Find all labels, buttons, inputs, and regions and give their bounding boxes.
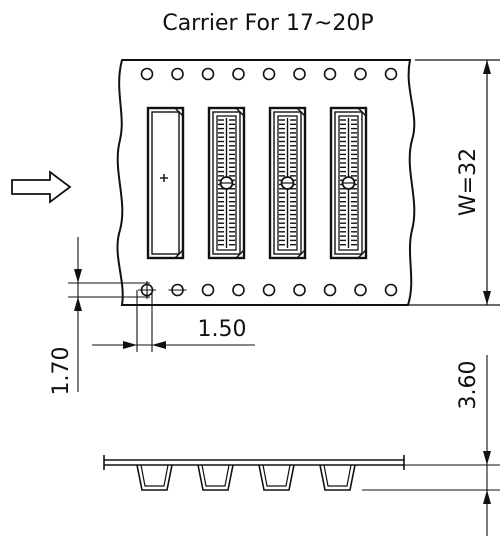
tape-width-label: W=32 — [456, 148, 481, 216]
sprocket-holes-top — [140, 67, 398, 81]
sprocket-hole — [293, 67, 306, 81]
sprocket-hole — [140, 67, 154, 81]
tape-outline — [116, 59, 416, 306]
profile-pocket — [136, 464, 173, 491]
sprocket-hole — [262, 67, 276, 81]
sprocket-hole — [201, 283, 215, 297]
profile-pocket — [197, 464, 234, 491]
pocket-depth-label: 3.60 — [456, 361, 481, 410]
sprocket-hole — [171, 67, 184, 81]
sprocket-hole — [293, 283, 306, 297]
sprocket-hole — [201, 67, 215, 81]
profile-pocket-inner — [323, 464, 352, 487]
profile-pocket-inner — [262, 464, 291, 487]
sprocket-hole — [232, 283, 245, 297]
sprocket-hole — [384, 67, 398, 81]
component-pocket — [268, 106, 307, 260]
profile-pocket — [319, 464, 356, 491]
sprocket-hole — [354, 67, 367, 81]
sprocket-holes-bottom — [138, 281, 398, 299]
tape-width-dimension: W=32 — [405, 59, 500, 306]
sprocket-hole — [323, 283, 337, 297]
sprocket-hole — [384, 283, 398, 297]
hole-offset-dimension: 1.50 — [92, 290, 255, 352]
component-pocket — [329, 106, 368, 260]
profile-pocket-inner — [140, 464, 169, 487]
tape-side-profile — [103, 455, 405, 491]
hole-offset-label: 1.50 — [198, 317, 247, 342]
vertical-offset-dimension: 1.70 — [49, 237, 150, 395]
sprocket-hole — [262, 283, 276, 297]
component-pocket — [146, 106, 185, 260]
feed-direction-arrow-icon — [11, 170, 72, 204]
component-pocket — [207, 106, 246, 260]
component-pockets — [146, 106, 368, 260]
vertical-offset-label: 1.70 — [49, 347, 74, 396]
drawing-title: Carrier For 17~20P — [162, 11, 373, 36]
sprocket-hole — [354, 283, 367, 297]
profile-pocket — [258, 464, 295, 491]
pocket-depth-dimension: 3.60 — [362, 355, 500, 536]
profile-pocket-inner — [201, 464, 230, 487]
sprocket-hole — [232, 67, 245, 81]
sprocket-hole — [323, 67, 337, 81]
